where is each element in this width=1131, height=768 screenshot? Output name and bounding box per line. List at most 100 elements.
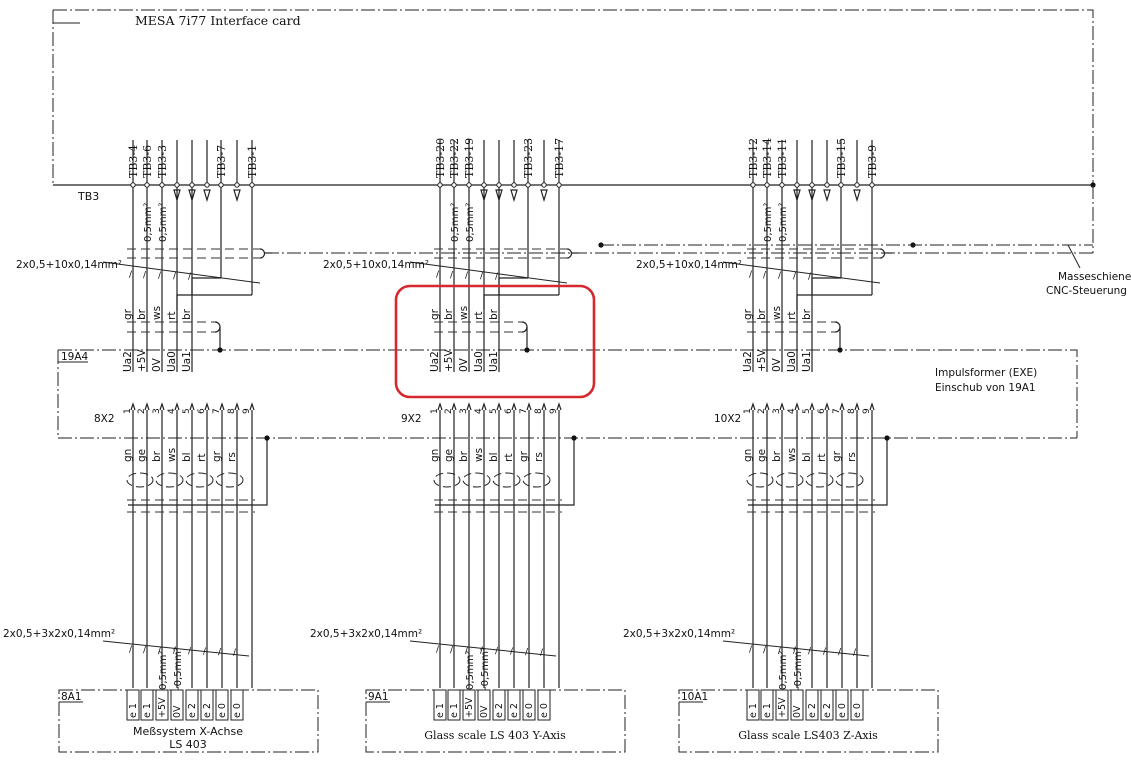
wire-segment xyxy=(409,261,568,284)
crossing-mark: / xyxy=(823,647,827,657)
terminal-circle xyxy=(144,182,150,188)
box-pin-label: e 2 xyxy=(807,703,818,718)
ground-bus: Masseschiene CNC-Steuerung xyxy=(265,185,1131,297)
tb3-terminal-label: TB3-15 xyxy=(835,138,848,178)
pin-marker xyxy=(144,402,150,411)
crossing-mark: / xyxy=(450,271,454,281)
shield-end xyxy=(521,321,528,333)
pin-cell xyxy=(850,689,864,721)
junction-dot xyxy=(571,435,577,441)
pin-cell xyxy=(775,689,789,721)
crossing-mark: / xyxy=(763,271,767,281)
pin-number: 1 xyxy=(123,408,133,414)
pin-number: 6 xyxy=(504,408,514,414)
crossing-mark: / xyxy=(525,647,529,657)
terminal-circle xyxy=(249,182,255,188)
signal-label: 0V xyxy=(151,357,163,372)
wire-color-label: ws xyxy=(458,306,470,320)
wire-segment xyxy=(722,640,870,657)
pin-marker xyxy=(249,402,255,411)
crossing-mark: / xyxy=(778,271,782,281)
wire-segment xyxy=(176,294,252,310)
box-pin-label: e 2 xyxy=(509,703,520,718)
box-pin-label: e 0 xyxy=(217,703,228,718)
box-pin-label: e 2 xyxy=(202,703,213,718)
crossing-mark: / xyxy=(173,272,177,282)
pin-marker xyxy=(496,402,502,411)
twisted-pair xyxy=(126,472,154,488)
cable-spec-bottom: 2x0,5+3x2x0,14mm² xyxy=(3,628,115,640)
box-pin-label: e 1 xyxy=(748,703,759,718)
connector-label: 9X2 xyxy=(401,413,422,425)
signal-label: Ua0 xyxy=(473,351,485,372)
wire-color-label: br xyxy=(136,308,148,320)
crossing-mark: / xyxy=(143,645,147,655)
wire-color-label: rt xyxy=(786,312,798,320)
terminal-circle xyxy=(809,182,815,188)
tb3-terminal-label: TB3-22 xyxy=(448,138,461,178)
scale-connector-box xyxy=(58,689,319,753)
crossing-mark: / xyxy=(173,646,177,656)
wire-color-label: rt xyxy=(503,454,515,462)
crossing-mark: / xyxy=(480,272,484,282)
twisted-pair xyxy=(522,472,551,488)
crossing-mark: / xyxy=(218,647,222,657)
wire-color-label: bl xyxy=(801,452,813,462)
tb3-terminal-label: TB3-7 xyxy=(215,145,228,178)
tb3-terminal-label: TB3-6 xyxy=(141,145,154,178)
crossing-mark: / xyxy=(450,645,454,655)
crossing-mark: / xyxy=(540,648,544,658)
wire-segment xyxy=(409,640,557,657)
box-title: Glass scale LS 403 Y-Axis xyxy=(424,729,566,742)
signal-label: Ua2 xyxy=(429,351,441,372)
wire-color-label: br xyxy=(488,308,500,320)
signal-label: Ua1 xyxy=(488,351,500,372)
crossing-mark: / xyxy=(749,270,753,280)
box-pin-label: e 1 xyxy=(435,703,446,718)
twisted-pair xyxy=(155,472,184,488)
terminal-circle xyxy=(838,182,844,188)
twisted-pair xyxy=(185,472,214,488)
wire-color-label: ws xyxy=(786,448,798,462)
shield-drain xyxy=(435,438,575,506)
terminal-circle xyxy=(481,182,487,188)
terminal-circle xyxy=(854,182,860,188)
cable-spec-top: 2x0,5+10x0,14mm² xyxy=(16,259,122,271)
wire-color-label: br xyxy=(801,308,813,320)
wire-color-label: gn xyxy=(742,449,754,462)
pin-marker xyxy=(130,402,136,411)
terminal-circle xyxy=(556,182,562,188)
box-title: LS 403 xyxy=(169,738,207,751)
box-pin-label: e 1 xyxy=(142,703,153,718)
pin-number: 7 xyxy=(519,408,529,414)
pin-cell xyxy=(126,689,140,721)
terminal-arrow xyxy=(823,189,831,203)
wire-color-label: rs xyxy=(533,452,545,462)
crossing-mark: / xyxy=(129,645,133,655)
crossing-mark: / xyxy=(495,272,499,282)
box-ref-label: 8A1 xyxy=(61,691,82,703)
pin-marker xyxy=(541,402,547,411)
pin-number: 8 xyxy=(534,408,544,414)
conductor-size-label: 0,5mm² xyxy=(465,651,476,690)
box-pin-label: e 0 xyxy=(232,703,243,718)
pin-cell xyxy=(746,689,760,721)
pin-cell xyxy=(537,689,551,721)
terminal-circle xyxy=(451,182,457,188)
conductor-size-label: 0,5mm² xyxy=(465,203,476,242)
box-pin-label: e 2 xyxy=(494,703,505,718)
tb3-terminal-label: TB3-9 xyxy=(866,145,879,178)
crossing-mark: / xyxy=(436,645,440,655)
wire-color-label: bl xyxy=(181,452,193,462)
terminal-circle xyxy=(869,182,875,188)
wire-color-label: rs xyxy=(226,452,238,462)
crossing-mark: / xyxy=(808,647,812,657)
crossing-mark: / xyxy=(158,271,162,281)
tb3-terminal-label: TB3-14 xyxy=(761,138,774,178)
terminal-circle xyxy=(437,182,443,188)
twisted-pair xyxy=(805,472,834,488)
ground-bus-label-1: Masseschiene xyxy=(1058,271,1131,283)
conductor-size-label: 0,5mm² xyxy=(158,651,169,690)
